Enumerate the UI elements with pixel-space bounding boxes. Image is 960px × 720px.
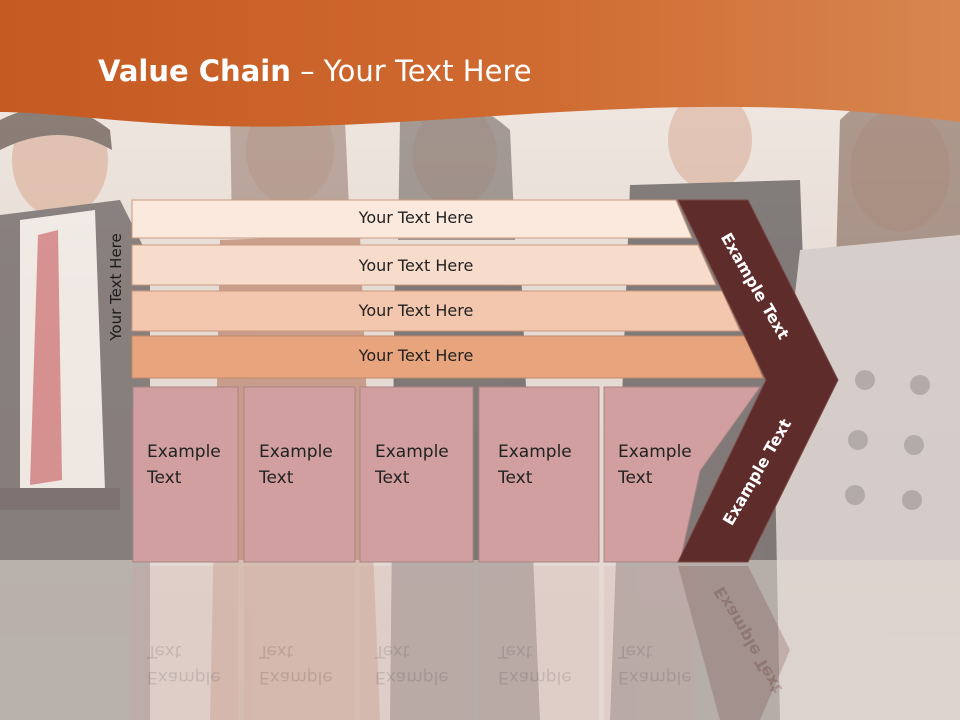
chevron-arrow xyxy=(677,199,839,563)
box-line2: Text xyxy=(618,468,653,488)
side-label: Your Text Here xyxy=(107,233,125,341)
box-line1: Example xyxy=(147,442,221,462)
box-line2: Text xyxy=(259,468,294,488)
box-reflection-text-1: Example Text xyxy=(147,638,221,690)
box-reflection-text-4: Example Text xyxy=(498,638,572,690)
refl-line2: Text xyxy=(147,641,182,661)
refl-line2: Text xyxy=(618,641,653,661)
box-line1: Example xyxy=(618,442,692,462)
box-line1: Example xyxy=(259,442,333,462)
page-title: Value Chain – Your Text Here xyxy=(98,54,532,88)
example-boxes xyxy=(132,386,761,563)
row-bars xyxy=(131,199,764,379)
box-line1: Example xyxy=(375,442,449,462)
row-label-3: Your Text Here xyxy=(358,301,474,320)
refl-line2: Text xyxy=(375,641,410,661)
box-reflection-text-5: Example Text xyxy=(618,638,692,690)
box-line2: Text xyxy=(375,468,410,488)
row-label-4: Your Text Here xyxy=(358,346,474,365)
box-line1: Example xyxy=(498,442,572,462)
row-label-1: Your Text Here xyxy=(358,208,474,227)
box-reflection-text-2: Example Text xyxy=(259,638,333,690)
refl-line1: Example xyxy=(375,667,449,687)
refl-line1: Example xyxy=(147,667,221,687)
box-line2: Text xyxy=(147,468,182,488)
refl-line1: Example xyxy=(618,667,692,687)
refl-line2: Text xyxy=(259,641,294,661)
box-line2: Text xyxy=(498,468,533,488)
refl-line2: Text xyxy=(498,641,533,661)
box-reflection-text-3: Example Text xyxy=(375,638,449,690)
header-wave xyxy=(0,0,960,127)
refl-line1: Example xyxy=(498,667,572,687)
title-bold: Value Chain xyxy=(98,54,291,88)
title-rest: – Your Text Here xyxy=(290,54,532,88)
row-label-2: Your Text Here xyxy=(358,256,474,275)
refl-line1: Example xyxy=(259,667,333,687)
boxes-reflection xyxy=(133,566,694,720)
chevron-reflection xyxy=(678,566,790,720)
